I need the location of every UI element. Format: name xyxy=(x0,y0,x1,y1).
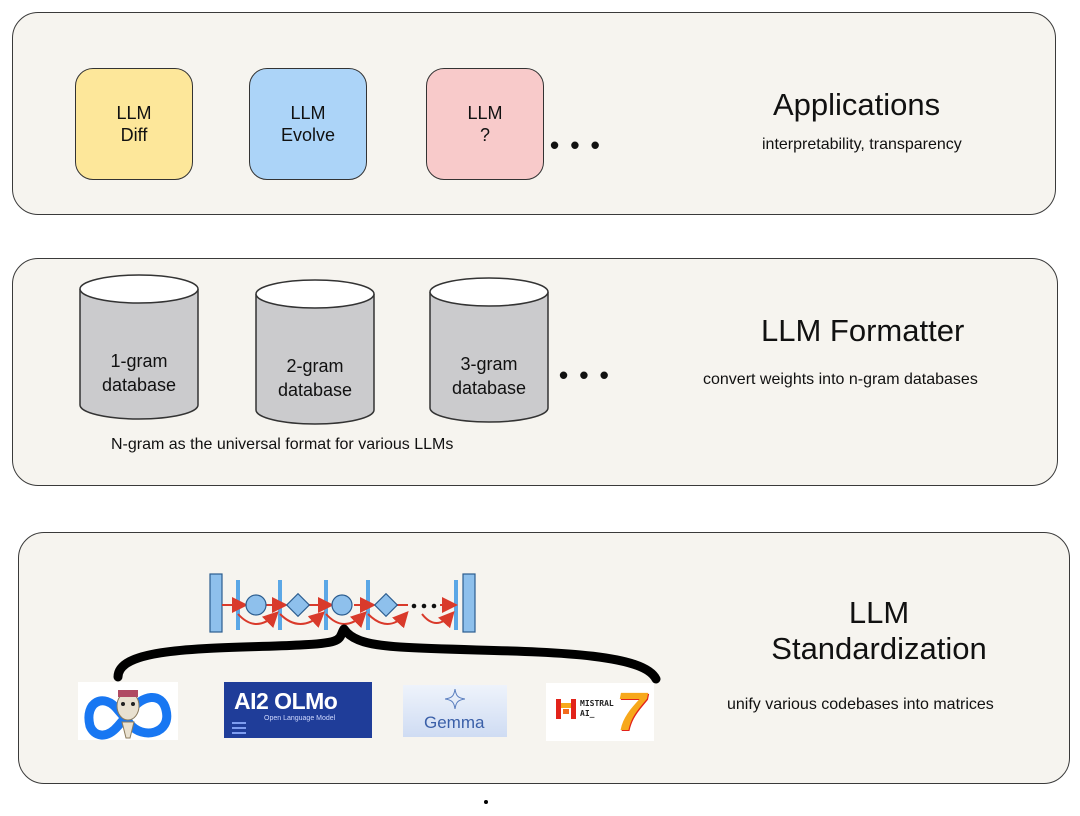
formatter-panel: 1-gram database 2-gram database 3-gram d… xyxy=(12,258,1058,486)
gemma-wordmark: Gemma xyxy=(424,713,485,732)
formatter-title: LLM Formatter xyxy=(761,313,965,348)
applications-title: Applications xyxy=(773,87,941,122)
mistral-logo: MISTRAL AI_ 7 xyxy=(546,683,654,741)
mistral-m-icon xyxy=(556,699,576,719)
applications-subtitle: interpretability, transparency xyxy=(762,136,962,153)
llm-unknown-box: LLM ? xyxy=(426,68,544,180)
pipeline-ellipsis xyxy=(411,603,437,609)
formatter-subtitle: convert weights into n-gram databases xyxy=(703,371,978,388)
gemma-logo: Gemma xyxy=(403,685,507,737)
mistral-seven: 7 xyxy=(616,683,647,741)
stray-dot xyxy=(484,800,488,804)
database-2gram: 2-gram database xyxy=(255,278,375,425)
formatter-caption: N-gram as the universal format for vario… xyxy=(111,436,454,453)
meta-llama-logo xyxy=(78,682,178,740)
input-block xyxy=(209,573,223,633)
olmo-wordmark: AI2 OLMo xyxy=(234,688,338,714)
standardization-title: LLM Standardization xyxy=(771,595,987,666)
attention-node xyxy=(331,594,353,616)
cylinder-icon xyxy=(79,274,199,420)
applications-ellipsis: • • • xyxy=(550,130,602,160)
sparkle-icon xyxy=(445,689,465,709)
standardization-panel: LLM Standardization unify various codeba… xyxy=(18,532,1070,784)
output-block xyxy=(462,573,476,633)
olmo-lines-icon xyxy=(232,722,246,734)
meta-infinity-icon xyxy=(84,690,172,740)
llm-diff-box: LLM Diff xyxy=(75,68,193,180)
layer-pipeline-diagram xyxy=(209,573,476,633)
llm-evolve-box: LLM Evolve xyxy=(249,68,367,180)
mlp-node xyxy=(285,592,311,618)
standardization-subtitle: unify various codebases into matrices xyxy=(727,696,994,713)
database-label: 2-gram database xyxy=(277,356,353,400)
mistral-wordmark: MISTRAL AI_ xyxy=(580,699,614,718)
ai2-olmo-logo: AI2 OLMo Open Language Model xyxy=(224,682,372,738)
cylinder-icon xyxy=(429,277,549,423)
formatter-ellipsis: • • • xyxy=(559,360,611,390)
olmo-tagline: Open Language Model xyxy=(264,715,336,722)
cylinder-icon xyxy=(255,279,375,425)
database-3gram: 3-gram database xyxy=(429,276,549,423)
brace-icon xyxy=(113,624,661,684)
database-label: 3-gram database xyxy=(451,354,527,398)
database-label: 1-gram database xyxy=(101,351,177,395)
database-1gram: 1-gram database xyxy=(79,273,199,420)
applications-panel: LLM Diff LLM Evolve LLM ? • • • Applicat… xyxy=(12,12,1056,215)
mlp-node xyxy=(373,592,399,618)
attention-node xyxy=(245,594,267,616)
